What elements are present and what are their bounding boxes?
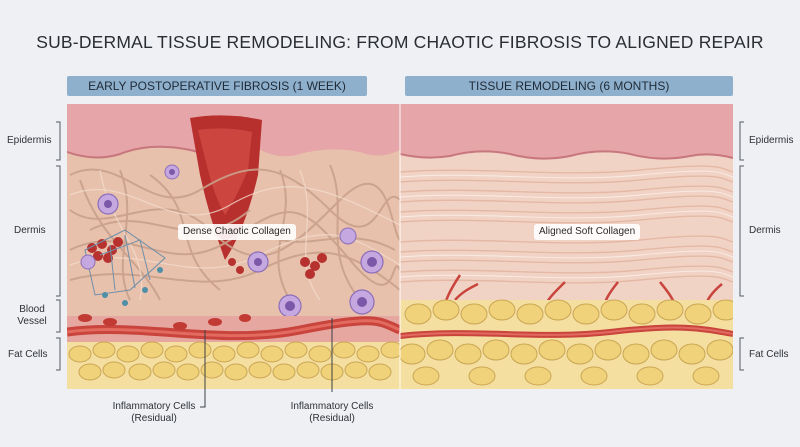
hemorrhage-cluster [87, 237, 327, 279]
tag-dense-chaotic-collagen: Dense Chaotic Collagen [178, 224, 296, 240]
tag-aligned-soft-collagen: Aligned Soft Collagen [534, 224, 641, 240]
panel-heading-remodeling: TISSUE REMODELING (6 MONTHS) [405, 76, 733, 96]
label-fat-cells-right: Fat Cells [749, 349, 789, 360]
figure-title: SUB-DERMAL TISSUE REMODELING: FROM CHAOT… [36, 32, 764, 52]
inflammatory-cells [80, 164, 384, 318]
left-layer-brackets [56, 121, 61, 371]
callout-lines [200, 318, 333, 408]
fat-cells [68, 341, 400, 381]
label-fat-cells-left: Fat Cells [8, 349, 48, 360]
label-epidermis-right: Epidermis [749, 135, 794, 146]
label-dermis-left: Dermis [14, 225, 46, 236]
label-epidermis-left: Epidermis [7, 135, 52, 146]
callout-inflammatory-cells-1: Inflammatory Cells (Residual) [112, 401, 196, 424]
fat-cells-right [400, 299, 733, 386]
label-blood-vessel-left: Blood Vessel [17, 304, 47, 327]
callout-inflammatory-cells-2: Inflammatory Cells (Residual) [290, 401, 374, 424]
right-layer-brackets [739, 121, 744, 371]
fibroblast-cells [102, 267, 163, 306]
label-dermis-right: Dermis [749, 225, 781, 236]
epidermis-layer-right [400, 104, 733, 159]
fibroblast-network [84, 229, 166, 296]
right-tissue-panel [400, 104, 733, 389]
left-tissue-panel [67, 104, 400, 389]
panel-heading-early: EARLY POSTOPERATIVE FIBROSIS (1 WEEK) [67, 76, 367, 96]
